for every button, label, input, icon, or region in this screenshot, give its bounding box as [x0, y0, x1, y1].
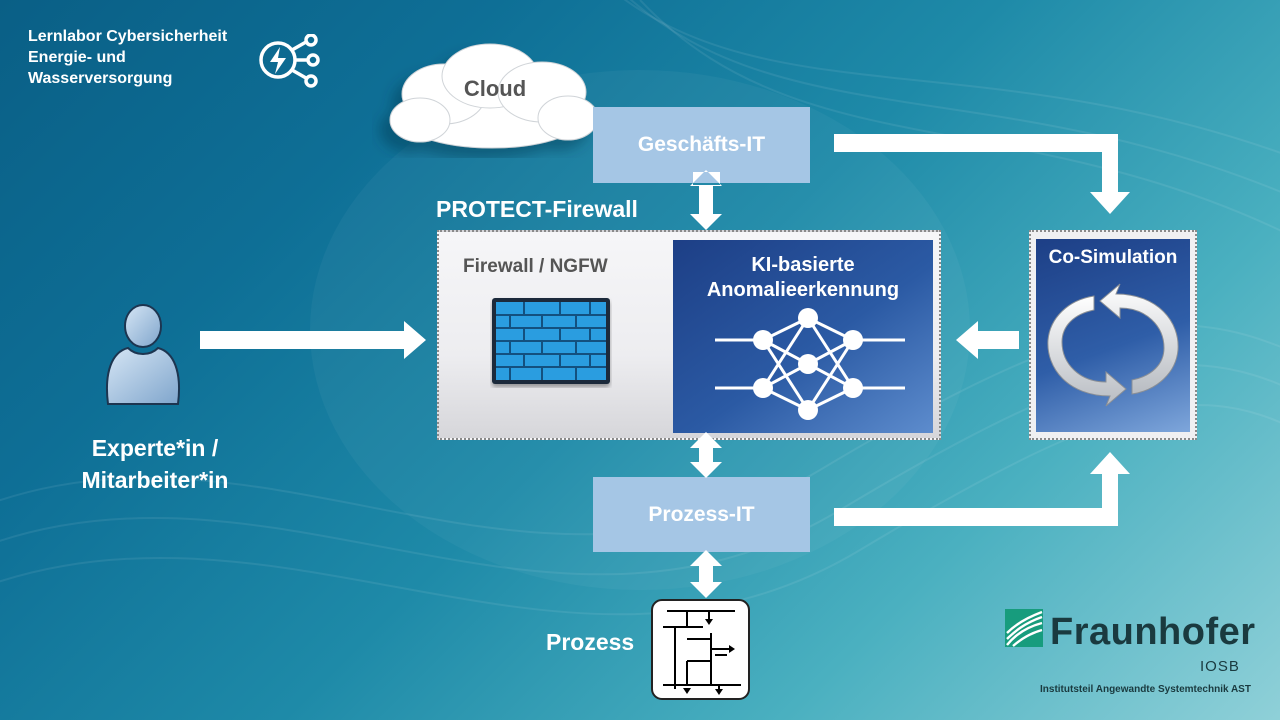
cloud-label: Cloud	[463, 76, 527, 101]
lab-title-line-2: Energie- und	[28, 49, 126, 66]
user-label-line-1: Experte*in /	[91, 435, 219, 461]
fraunhofer-name: Fraunhofer	[1050, 611, 1256, 653]
brick-wall-icon	[492, 298, 610, 384]
firewall-ngfw-label: Firewall / NGFW	[463, 256, 608, 277]
user-label: Experte*in / Mitarbeiter*in	[40, 432, 270, 496]
fraunhofer-subtitle: Institutsteil Angewandte Systemtechnik A…	[1040, 684, 1251, 695]
arrow-firewall-prozess-it	[690, 432, 722, 478]
co-simulation-label: Co-Simulation	[1048, 247, 1178, 268]
prozess-it-label: Prozess-IT	[648, 502, 755, 526]
arrow-user-to-firewall	[200, 321, 426, 359]
geschaefts-it-box: Geschäfts-IT	[593, 107, 810, 183]
circuit-diagram-icon	[651, 599, 750, 700]
prozess-it-box: Prozess-IT	[593, 477, 810, 552]
cycle-arrows-icon	[1047, 283, 1179, 407]
ki-anomaly-label: KI-basierte Anomalieerkennung	[673, 253, 933, 303]
arrow-geschaefts-to-cosim	[834, 134, 1130, 214]
lab-title-line-1: Lernlabor Cybersicherheit	[28, 28, 228, 45]
cloud-shape	[389, 43, 599, 149]
lab-title-line-3: Wasserversorgung	[28, 70, 173, 87]
user-label-line-2: Mitarbeiter*in	[81, 467, 229, 493]
fraunhofer-unit: IOSB	[1200, 658, 1240, 675]
neural-network-icon	[715, 308, 905, 420]
ki-label-line-2: Anomalieerkennung	[706, 279, 900, 301]
fraunhofer-logo-icon	[1005, 609, 1043, 647]
arrow-prozess-it-to-cosim	[834, 452, 1130, 526]
geschaefts-it-label: Geschäfts-IT	[637, 133, 766, 156]
arrow-prozess-it-prozess	[690, 550, 722, 598]
lightning-network-icon	[259, 34, 320, 88]
prozess-label: Prozess	[546, 629, 635, 655]
arrow-cosim-to-firewall	[956, 321, 1019, 359]
ki-label-line-1: KI-basierte	[751, 254, 855, 276]
protect-firewall-title: PROTECT-Firewall	[436, 196, 638, 222]
person-icon	[106, 304, 180, 405]
arrow-geschaefts-firewall	[690, 170, 722, 230]
lab-title: Lernlabor Cybersicherheit Energie- und W…	[28, 26, 268, 89]
